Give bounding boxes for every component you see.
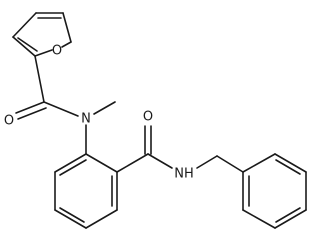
- bond: [275, 207, 301, 223]
- bonds: [12, 12, 307, 229]
- bond: [242, 153, 276, 173]
- bond: [147, 153, 173, 169]
- bond: [17, 37, 38, 52]
- bond: [34, 49, 53, 57]
- bond: [216, 155, 244, 173]
- bond: [15, 101, 45, 114]
- bond: [242, 209, 276, 229]
- furan-oxygen-label: O: [52, 44, 62, 59]
- bond: [85, 153, 118, 173]
- bond: [12, 12, 37, 38]
- bond: [196, 155, 218, 169]
- bond: [61, 41, 72, 48]
- carbonyl-oxygen-label: O: [143, 110, 153, 125]
- bond: [17, 107, 47, 120]
- bond: [116, 153, 149, 173]
- bond: [274, 209, 307, 229]
- bond: [59, 159, 87, 176]
- bond: [274, 153, 307, 173]
- bond: [275, 159, 301, 175]
- bond: [43, 101, 79, 117]
- bond: [62, 12, 72, 43]
- bond: [85, 209, 118, 229]
- bond: [54, 209, 87, 229]
- amide-nitrogen-label: N: [81, 112, 91, 127]
- amide-oxygen-label: O: [4, 114, 14, 129]
- amine-nh-label: NH: [174, 167, 194, 182]
- bond: [54, 153, 87, 173]
- bond: [34, 55, 45, 103]
- bond: [59, 207, 85, 223]
- atom-labels: O O N O NH: [4, 44, 194, 182]
- bond: [93, 101, 116, 115]
- bond: [12, 36, 36, 57]
